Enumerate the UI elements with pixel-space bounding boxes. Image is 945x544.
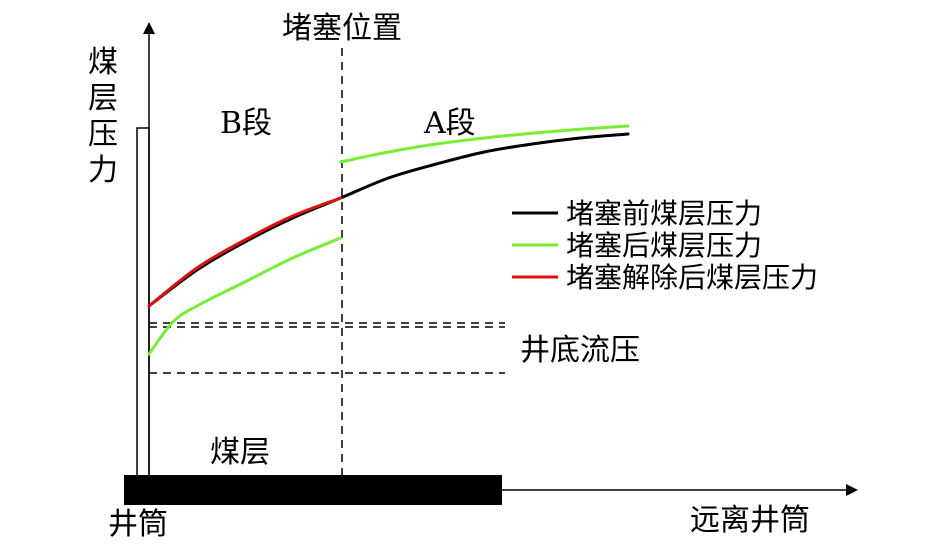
- pressure-curves: [147, 124, 630, 356]
- curve-removed: [147, 196, 343, 308]
- legend-label-removed: 堵塞解除后煤层压力: [566, 261, 818, 294]
- y-axis-label-char-3: 压: [88, 117, 118, 152]
- wellbore-label: 井筒: [108, 507, 168, 542]
- wellbore-tube: [136, 127, 150, 477]
- coal-seam-label: 煤层: [210, 435, 270, 470]
- curve-after-a: [339, 124, 630, 164]
- legend: 堵塞前煤层压力 堵塞后煤层压力 堵塞解除后煤层压力: [512, 197, 818, 294]
- bottomhole-pressure-label: 井底流压: [520, 333, 640, 368]
- plug-position-label: 堵塞位置: [282, 11, 402, 46]
- y-axis-label-char-4: 力: [88, 153, 118, 188]
- y-axis-label-char-2: 层: [88, 81, 118, 116]
- segment-b-label: B段: [220, 106, 272, 141]
- y-axis-label-char-1: 煤: [88, 45, 118, 80]
- curve-before: [147, 132, 630, 308]
- legend-label-after: 堵塞后煤层压力: [566, 229, 762, 262]
- x-axis-label: 远离井筒: [690, 503, 810, 538]
- legend-label-before: 堵塞前煤层压力: [566, 197, 762, 230]
- segment-a-label: A段: [423, 106, 476, 141]
- curve-after-b: [147, 236, 343, 356]
